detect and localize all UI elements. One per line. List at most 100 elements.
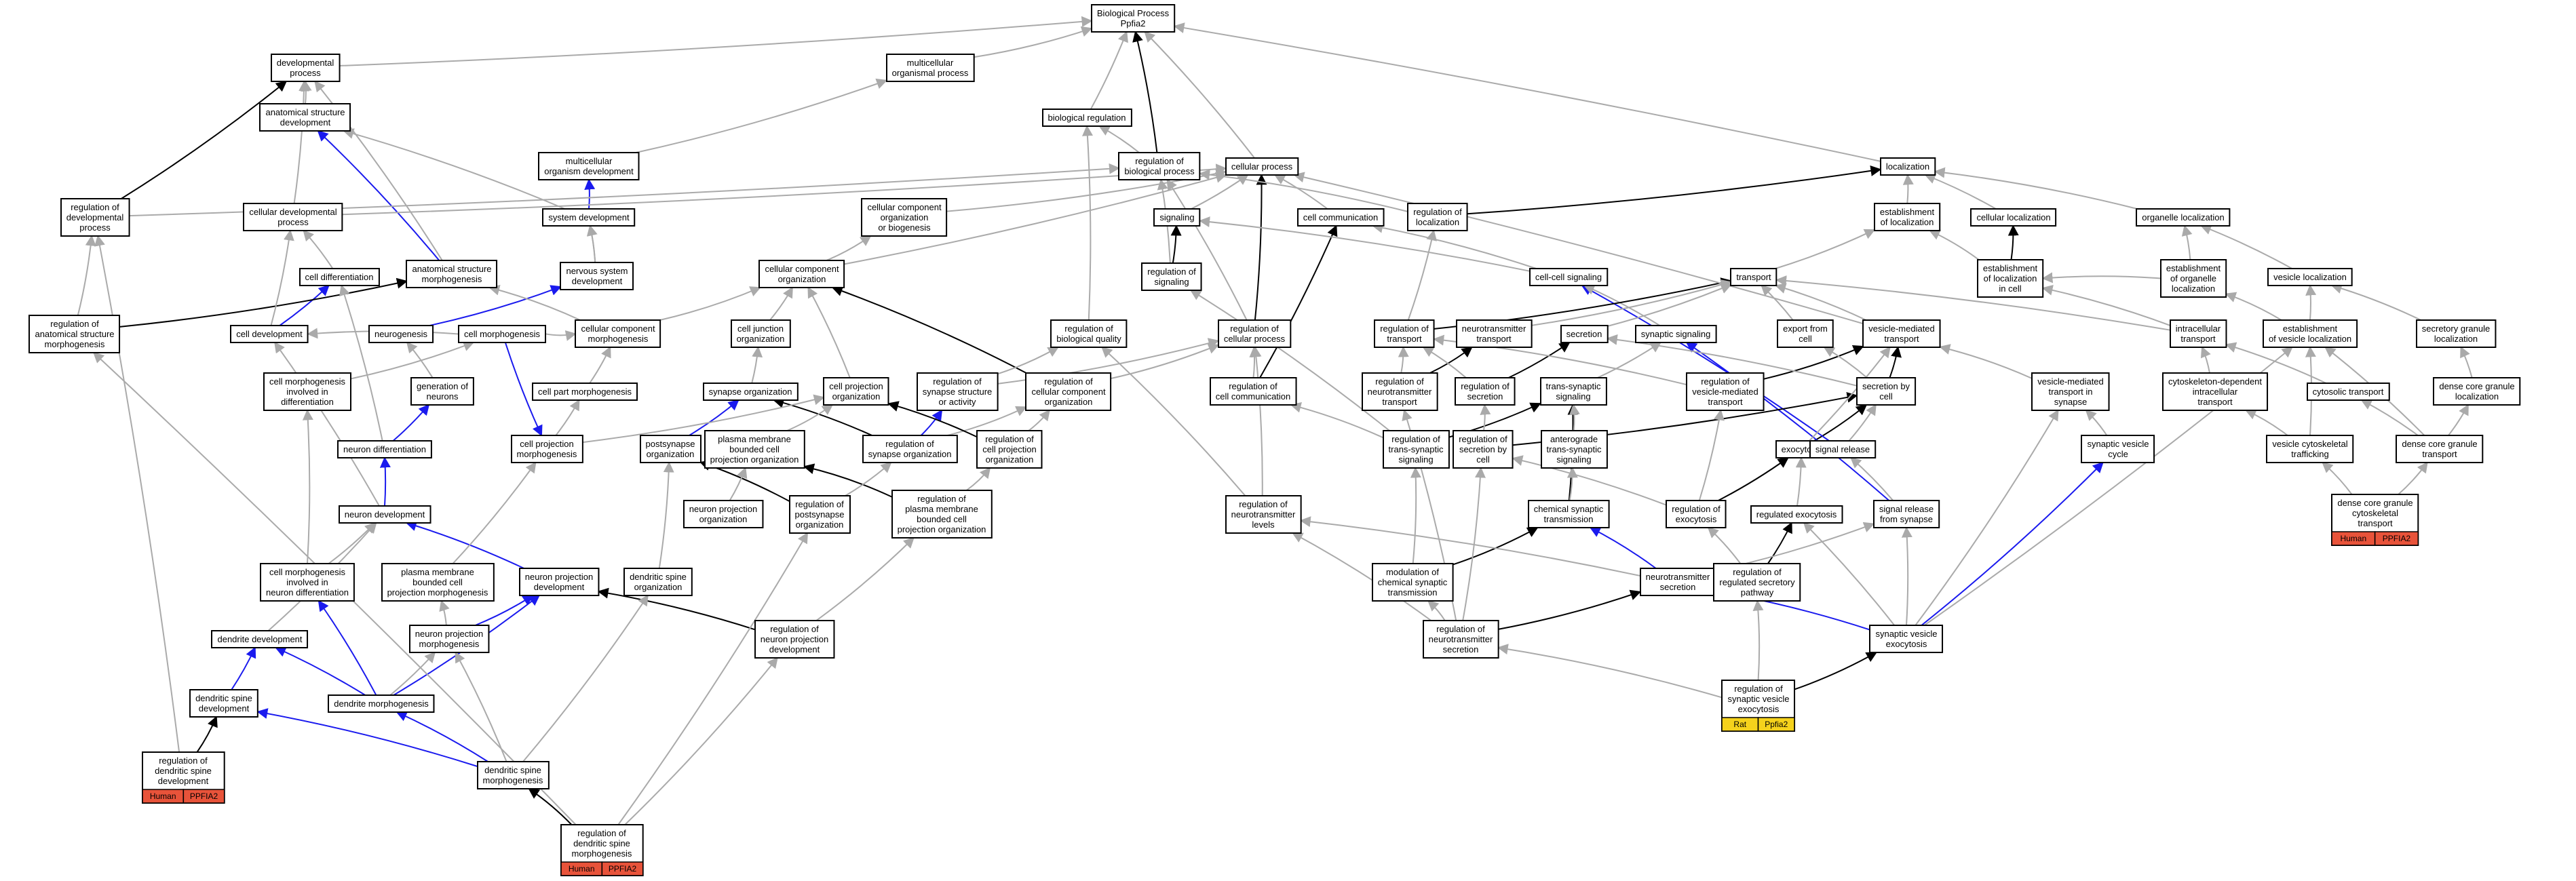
go-term-node[interactable]: secretion: [1560, 325, 1609, 343]
go-term-node[interactable]: signaling: [1153, 208, 1201, 227]
go-term-node[interactable]: cytoskeleton-dependentintracellulartrans…: [2162, 372, 2269, 411]
go-term-node[interactable]: regulated exocytosis: [1750, 505, 1843, 524]
go-term-node[interactable]: transport: [1730, 268, 1777, 286]
go-term-node[interactable]: cell communication: [1297, 208, 1385, 227]
go-term-node[interactable]: vesicle localization: [2267, 268, 2353, 286]
go-term-node[interactable]: signal release: [1809, 440, 1877, 458]
go-term-node[interactable]: cytosolic transport: [2307, 383, 2390, 401]
go-term-node[interactable]: organelle localization: [2136, 208, 2231, 227]
go-term-node[interactable]: cellular process: [1225, 157, 1299, 176]
go-term-node[interactable]: cell part morphogenesis: [532, 383, 638, 401]
go-term-node[interactable]: cell development: [230, 325, 309, 343]
go-term-node[interactable]: neuron differentiation: [337, 440, 432, 458]
go-term-node[interactable]: synapse organization: [703, 383, 799, 401]
go-term-node[interactable]: synaptic signaling: [1635, 325, 1717, 343]
go-term-node[interactable]: dendrite development: [211, 630, 309, 648]
go-term-node[interactable]: localization: [1880, 157, 1936, 176]
go-term-node[interactable]: biological regulation: [1042, 109, 1132, 127]
go-term-node[interactable]: cellular localization: [1970, 208, 2057, 227]
go-term-node[interactable]: neurogenesis: [368, 325, 434, 343]
go-term-node[interactable]: cell differentiation: [299, 268, 380, 286]
go-term-node[interactable]: cell-cell signaling: [1529, 268, 1609, 286]
go-term-node[interactable]: system development: [542, 208, 636, 227]
go-term-node[interactable]: neuron development: [339, 505, 431, 524]
go-term-node[interactable]: cell morphogenesis: [458, 325, 547, 343]
go-term-node[interactable]: dense core granulecytoskeletaltransportH…: [2331, 494, 2419, 546]
